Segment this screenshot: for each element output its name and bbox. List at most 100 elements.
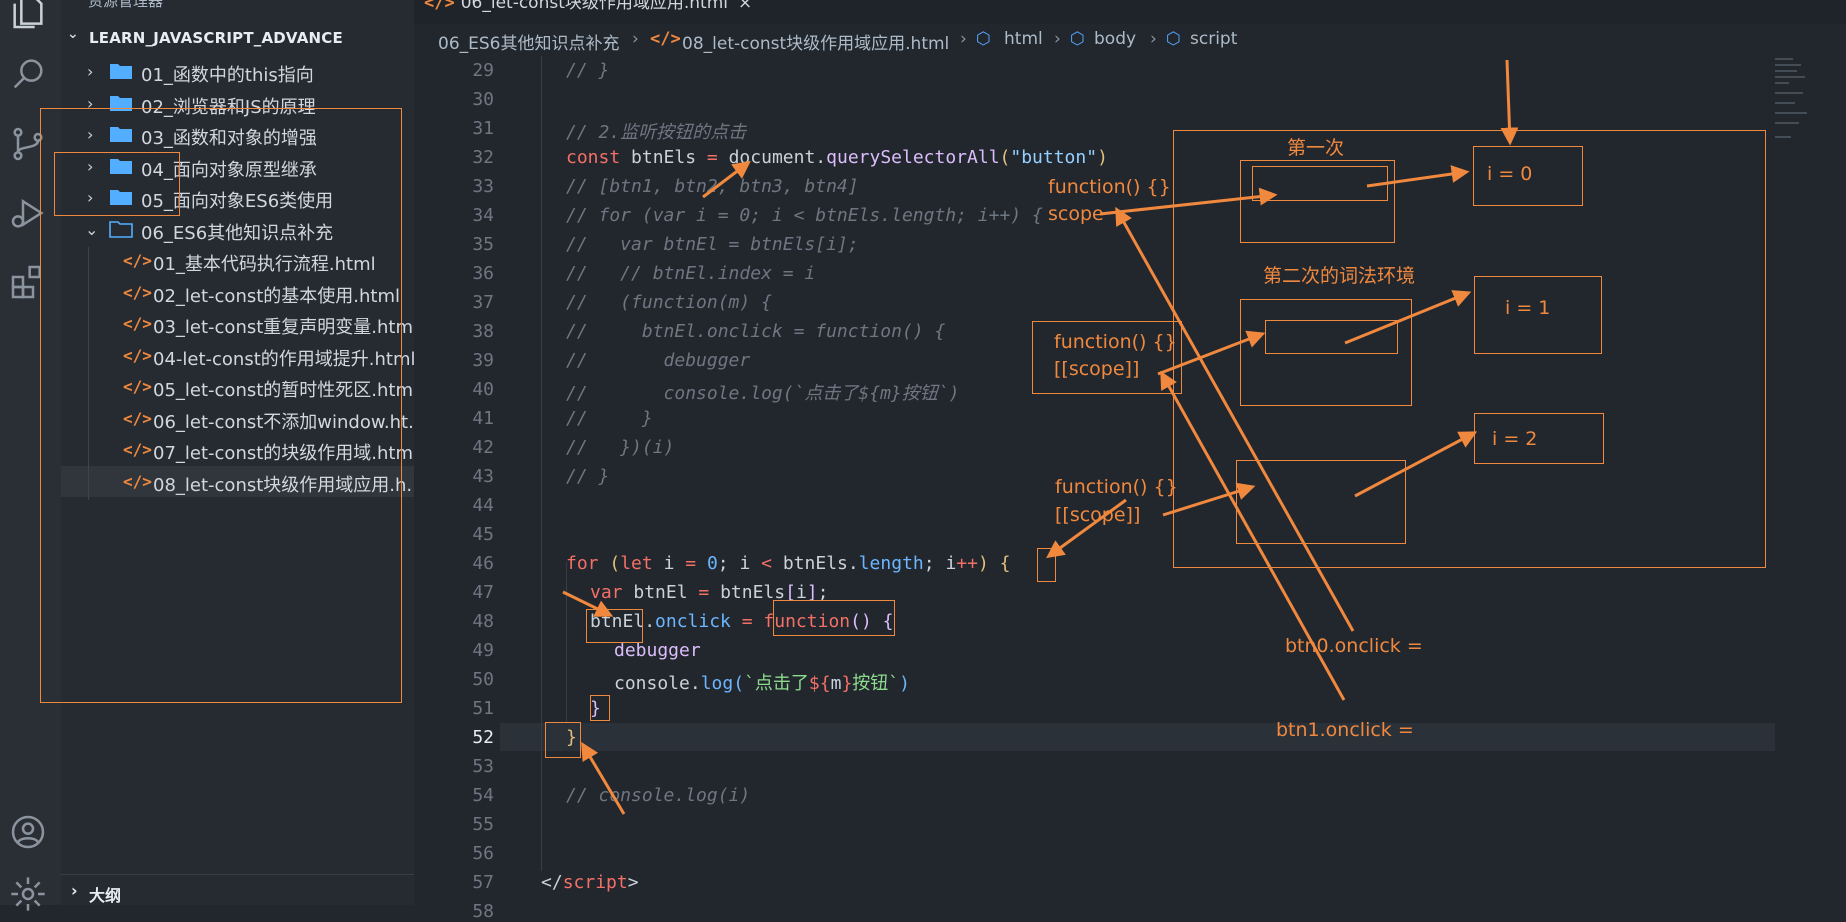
line-number: 57 — [472, 872, 494, 893]
annotation-box-env3 — [1236, 460, 1406, 544]
tree-folder[interactable]: › 03_函数和对象的增强 — [87, 125, 317, 149]
annotation-i1: i = 1 — [1505, 297, 1551, 319]
annotation-scope-2: [[scope]] — [1054, 358, 1140, 380]
explorer-icon[interactable] — [8, 0, 48, 32]
code-line: // })(i) — [566, 437, 675, 458]
tree-folder[interactable]: › 02_浏览器和JS的原理 — [87, 93, 316, 118]
chevron-right-icon: › — [1054, 29, 1061, 49]
line-number: 51 — [472, 698, 494, 719]
close-icon[interactable]: × — [738, 0, 753, 13]
annotation-btn1: btn1.onclick = — [1276, 719, 1414, 741]
folder-icon — [110, 127, 132, 142]
line-number: 47 — [472, 582, 494, 603]
folder-icon — [110, 158, 132, 174]
tree-folder[interactable]: › 01_函数中的this指向 — [87, 62, 314, 86]
chevron-right-icon: › — [71, 881, 78, 900]
annotation-second: 第二次的词法环境 — [1263, 265, 1416, 287]
code-line: for (let i = 0; i < btnEls.length; i++) … — [566, 553, 1011, 574]
tree-folder[interactable]: › 05_面向对象ES6类使用 — [87, 188, 334, 212]
run-debug-icon[interactable] — [8, 193, 48, 233]
current-line-highlight — [500, 723, 1775, 751]
annotation-box-brace — [1037, 548, 1056, 582]
file-tree: › 01_函数中的this指向 › 02_浏览器和JS的原理 › 03_函数和对… — [61, 56, 414, 497]
line-number: 32 — [472, 147, 494, 168]
line-number: 53 — [472, 756, 494, 777]
tree-file[interactable]: </> 01_基本代码执行流程.html — [123, 251, 376, 275]
annotation-scope-1: scope — [1048, 203, 1104, 225]
code-line: // for (var i = 0; i < btnEls.length; i+… — [566, 205, 1043, 226]
code-line: // debugger — [566, 350, 751, 371]
line-number: 41 — [472, 408, 494, 429]
explorer-sidebar: 资源管理器 ⌄ LEARN_JAVASCRIPT_ADVANCE › 01_函数… — [61, 0, 414, 905]
breadcrumb: 06_ES6其他知识点补充 › </> 08_let-const块级作用域应用.… — [414, 24, 1846, 56]
tree-file[interactable]: </> 04-let-const的作用域提升.html — [123, 345, 414, 370]
chevron-right-icon: › — [87, 188, 94, 207]
minimap[interactable] — [1775, 56, 1835, 176]
folder-icon — [110, 95, 132, 111]
code-line: // console.log(`点击了${m}按钮`) — [566, 383, 960, 404]
annotation-box-sidebar-small — [54, 152, 180, 216]
search-icon[interactable] — [8, 54, 48, 94]
html-file-icon: </> — [123, 314, 152, 333]
line-number: 50 — [472, 669, 494, 690]
breadcrumb-file[interactable]: 08_let-const块级作用域应用.html — [682, 34, 950, 54]
tree-indent-guide — [88, 247, 89, 500]
annotation-func-2: function() {} — [1054, 331, 1177, 353]
tree-file-active[interactable]: </> 08_let-const块级作用域应用.h... — [61, 465, 414, 497]
html-file-icon: </> — [123, 440, 152, 459]
line-number: 58 — [472, 901, 494, 922]
breadcrumb-html[interactable]: html — [1004, 29, 1043, 49]
account-icon[interactable] — [8, 812, 48, 852]
chevron-right-icon: › — [87, 62, 94, 81]
line-number: 43 — [472, 466, 494, 487]
line-number: 45 — [472, 524, 494, 545]
annotation-func-1: function() {} — [1048, 176, 1171, 198]
line-number: 33 — [472, 176, 494, 197]
extensions-icon[interactable] — [8, 262, 48, 302]
outline-section[interactable]: › 大纲 — [61, 874, 414, 906]
line-number: 56 — [472, 843, 494, 864]
folder-icon — [110, 190, 132, 205]
html-file-icon: </> — [123, 282, 152, 302]
annotation-box-function — [773, 600, 895, 636]
breadcrumb-body[interactable]: body — [1094, 29, 1137, 49]
sidebar-title: 资源管理器 — [88, 0, 164, 10]
code-line: var btnEl = btnEls[i]; — [590, 582, 829, 603]
tree-file[interactable]: </> 06_let-const不添加window.ht... — [123, 408, 414, 433]
line-number: 48 — [472, 611, 494, 632]
line-number: 30 — [472, 89, 494, 110]
line-number: 55 — [472, 814, 494, 835]
tree-file[interactable]: </> 03_let-const重复声明变量.html — [123, 314, 414, 338]
workspace-root[interactable]: ⌄ LEARN_JAVASCRIPT_ADVANCE — [67, 26, 343, 47]
cube-icon: ⬡ — [1070, 29, 1085, 49]
tree-folder[interactable]: › 04_面向对象原型继承 — [87, 156, 317, 181]
chevron-right-icon: › — [960, 29, 967, 49]
code-line: // } — [566, 466, 610, 487]
annotation-scope-3: [[scope]] — [1055, 504, 1141, 526]
code-line: // var btnEl = btnEls[i]; — [566, 234, 859, 255]
tree-file[interactable]: </> 05_let-const的暂时性死区.html — [123, 377, 414, 401]
breadcrumb-folder[interactable]: 06_ES6其他知识点补充 — [438, 34, 620, 54]
annotation-box-sidebar — [40, 108, 402, 703]
line-number: 35 — [472, 234, 494, 255]
breadcrumb-script[interactable]: script — [1190, 29, 1238, 49]
code-line: // btnEl.onclick = function() { — [566, 321, 946, 342]
line-number: 36 — [472, 263, 494, 284]
line-number: 31 — [472, 118, 494, 139]
tree-folder-open[interactable]: ⌄ 06_ES6其他知识点补充 — [85, 219, 334, 244]
tree-file[interactable]: </> 07_let-const的块级作用域.html — [123, 440, 414, 464]
code-line: // console.log(i) — [566, 785, 751, 806]
tab-editor-file[interactable]: </>06_let-const块级作用域应用.html× — [424, 0, 752, 22]
annotation-i2: i = 2 — [1492, 428, 1538, 450]
annotation-box-btnel — [586, 609, 643, 643]
html-file-icon: </> — [123, 377, 152, 396]
tree-file[interactable]: </> 02_let-const的基本使用.html — [123, 282, 401, 307]
settings-gear-icon[interactable] — [8, 874, 48, 914]
source-control-icon[interactable] — [8, 124, 48, 164]
code-line: } — [566, 727, 577, 748]
code-line: // } — [566, 408, 653, 429]
annotation-first: 第一次 — [1287, 137, 1345, 159]
chevron-right-icon: › — [87, 156, 94, 176]
code-line: // [btn1, btn2, btn3, btn4] — [566, 176, 859, 197]
html-file-icon: </> — [123, 471, 152, 491]
